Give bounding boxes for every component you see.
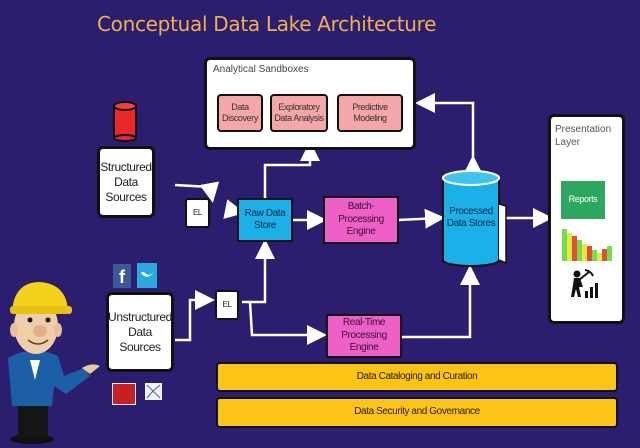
cylinder-icon bbox=[442, 170, 507, 267]
presentation-layer-panel: Presentation Layer Reports bbox=[548, 114, 625, 324]
engineer-mascot-icon bbox=[8, 282, 100, 444]
sandboxes-label: Analytical Sandboxes bbox=[213, 64, 309, 75]
facebook-icon: f bbox=[113, 264, 131, 288]
raw-data-store: Raw Data Store bbox=[237, 198, 293, 242]
arrow-batch-to-processed bbox=[397, 208, 445, 229]
reports-tile: Reports bbox=[561, 181, 605, 219]
el-box-structured: EL bbox=[185, 198, 210, 228]
analytical-sandboxes-panel: Analytical Sandboxes Data Discovery Expl… bbox=[204, 57, 416, 150]
processed-data-stores: Processed Data Stores bbox=[440, 168, 510, 268]
sandbox-exploratory-analysis: Exploratory Data Analysis bbox=[270, 94, 328, 132]
data-cataloging-bar: Data Cataloging and Curation bbox=[216, 362, 618, 392]
miner-chart-icon bbox=[571, 269, 598, 298]
sandbox-data-discovery: Data Discovery bbox=[217, 94, 263, 132]
presentation-layer-label: Presentation Layer bbox=[555, 124, 612, 148]
arrow-el-to-realtime bbox=[248, 301, 327, 345]
structured-data-sources: Structured Data Sources bbox=[97, 146, 155, 218]
arrow-processed-to-sandbox bbox=[415, 93, 475, 168]
database-icon bbox=[113, 101, 137, 142]
unstructured-data-sources: Unstructured Data Sources bbox=[106, 292, 174, 372]
twitter-icon bbox=[137, 263, 157, 288]
media-icon bbox=[112, 383, 136, 405]
arrow-realtime-to-processed bbox=[400, 265, 480, 339]
arrow-unstructured-to-el bbox=[175, 290, 215, 342]
arrow-structured-to-el bbox=[174, 181, 220, 203]
el-box-unstructured: EL bbox=[215, 290, 239, 320]
network-icon bbox=[145, 383, 162, 400]
arrow-raw-to-sandbox bbox=[263, 141, 320, 200]
batch-processing-engine: Batch- Processing Engine bbox=[323, 196, 399, 244]
real-time-processing-engine: Real-Time Processing Engine bbox=[326, 314, 402, 358]
arrow-el-to-raw-up bbox=[242, 239, 275, 304]
page-title: Conceptual Data Lake Architecture bbox=[97, 12, 437, 36]
bar-chart-icon bbox=[562, 229, 612, 261]
sandbox-predictive-modeling: Predictive Modeling bbox=[337, 94, 403, 132]
data-security-bar: Data Security and Governance bbox=[216, 397, 618, 428]
processed-data-stores-label: Processed Data Stores bbox=[446, 205, 496, 230]
